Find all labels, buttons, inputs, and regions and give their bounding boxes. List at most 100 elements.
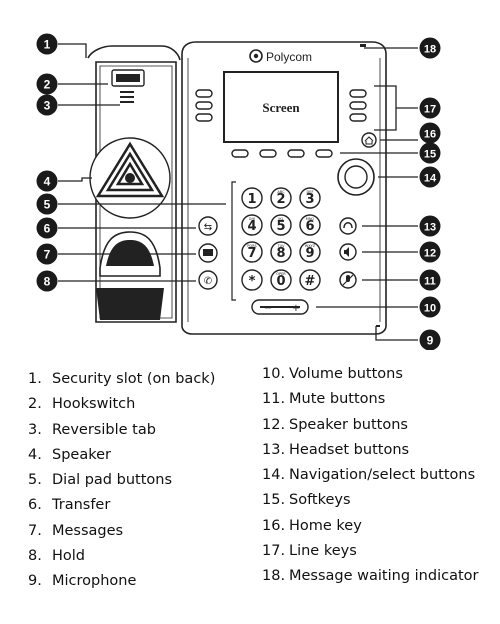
legend-number: 9. (28, 573, 42, 590)
legend-item: 17.Line keys (262, 539, 478, 564)
legend-item: 8.Hold (28, 544, 215, 569)
dial-key-digit: 2 (276, 192, 285, 207)
headset-key (339, 217, 357, 235)
callout-6: 6 (36, 217, 58, 239)
dial-key-letters: TUV (276, 244, 285, 248)
legend-number: 15. (262, 492, 286, 509)
legend-item: 15.Softkeys (262, 488, 478, 513)
legend-number: 7. (28, 522, 42, 539)
leader-lines (58, 43, 418, 341)
legend-text: Reversible tab (52, 421, 156, 438)
callout-number: 7 (44, 248, 51, 262)
phone-body (181, 41, 387, 335)
hold-key: ✆ (198, 270, 218, 290)
legend-number: 3. (28, 421, 42, 438)
screen-label: Screen (262, 100, 300, 115)
callout-5: 5 (36, 193, 58, 215)
callout-2: 2 (36, 73, 58, 95)
callout-10: 10 (419, 296, 441, 318)
handset-bottom (96, 231, 164, 320)
legend-item: 3. Reversible tab (28, 418, 215, 443)
volume-buttons: − + (251, 299, 309, 315)
legend-number: 4. (28, 446, 42, 463)
transfer-key: ⇆ (198, 216, 218, 236)
dial-key-digit: 3 (305, 192, 314, 207)
dial-pad-bracket (231, 181, 236, 301)
callout-8: 8 (36, 270, 58, 292)
dial-key-digit: 6 (305, 219, 314, 234)
callout-7: 7 (36, 243, 58, 265)
legend-item: 5.Dial pad buttons (28, 468, 215, 493)
dial-key-letters: JKL (277, 217, 283, 221)
legend-number: 14. (262, 467, 286, 484)
callout-12: 12 (419, 241, 441, 263)
legend-text: Headset buttons (289, 441, 410, 458)
legend-text: Speaker (52, 446, 111, 463)
dial-key-letters: GHI (249, 217, 255, 221)
legend-number: 18. (262, 568, 286, 585)
line-keys-left (195, 89, 213, 122)
dial-key-letters: ABC (277, 190, 285, 194)
legend-item: 11.Mute buttons (262, 387, 478, 412)
callout-11: 11 (419, 269, 441, 291)
dial-key: 1 (241, 187, 263, 209)
volume-plus-label: + (292, 303, 300, 314)
dial-key-digit: 0 (276, 274, 285, 289)
legend-text: Volume buttons (289, 366, 403, 382)
legend-number: 10. (262, 366, 286, 382)
legend-number: 1. (28, 371, 42, 387)
hookswitch (111, 69, 145, 87)
legend-item: 16.Home key (262, 514, 478, 539)
legend-text: Dial pad buttons (52, 472, 173, 489)
legend-item: 13.Headset buttons (262, 438, 478, 463)
callout-number: 1 (44, 38, 51, 52)
legend-number: 11. (262, 391, 286, 408)
dial-key-digit: 4 (247, 219, 256, 234)
callout-3: 3 (36, 94, 58, 116)
dial-key-letters: OPER (276, 272, 286, 276)
legend-item: 12.Speaker buttons (262, 413, 478, 438)
callout-number: 8 (44, 275, 51, 289)
mute-key (339, 271, 357, 289)
legend-text: Mute buttons (289, 391, 386, 408)
legend-number: 13. (262, 441, 286, 458)
dial-key-digit: 5 (276, 219, 285, 234)
legend-item: 18.Message waiting indicator (262, 564, 478, 589)
dial-key-digit: 7 (247, 246, 256, 261)
legend-number: 16. (262, 517, 286, 534)
dial-key-digit: * (249, 274, 256, 289)
callout-number: 18 (424, 44, 436, 56)
dial-key-letters: PQRS (247, 244, 257, 248)
callout-17: 17 (419, 97, 441, 119)
legend-text: Messages (52, 522, 124, 539)
legend-text: Transfer (52, 497, 111, 514)
legend-number: 17. (262, 543, 286, 560)
callout-number: 13 (424, 222, 436, 234)
legend-text: Softkeys (289, 492, 351, 509)
legend-number: 2. (28, 396, 42, 413)
callout-number: 14 (424, 173, 437, 185)
dial-key: * (241, 269, 263, 291)
dial-key-digit: 1 (247, 192, 256, 207)
callout-number: 6 (44, 222, 51, 236)
dial-key-letters: WXYZ (305, 244, 316, 248)
legend-number: 6. (28, 497, 42, 514)
callout-9: 9 (419, 329, 441, 350)
handset-cradle (87, 45, 181, 323)
volume-minus-label: − (264, 303, 272, 314)
navigation-cluster (337, 158, 375, 196)
dial-key-digit: # (305, 274, 316, 289)
callout-number: 9 (427, 334, 434, 348)
legend-text: Line keys (289, 543, 357, 560)
svg-text:✆: ✆ (204, 276, 212, 287)
callout-13: 13 (419, 215, 441, 237)
svg-text:⇆: ⇆ (204, 222, 212, 233)
